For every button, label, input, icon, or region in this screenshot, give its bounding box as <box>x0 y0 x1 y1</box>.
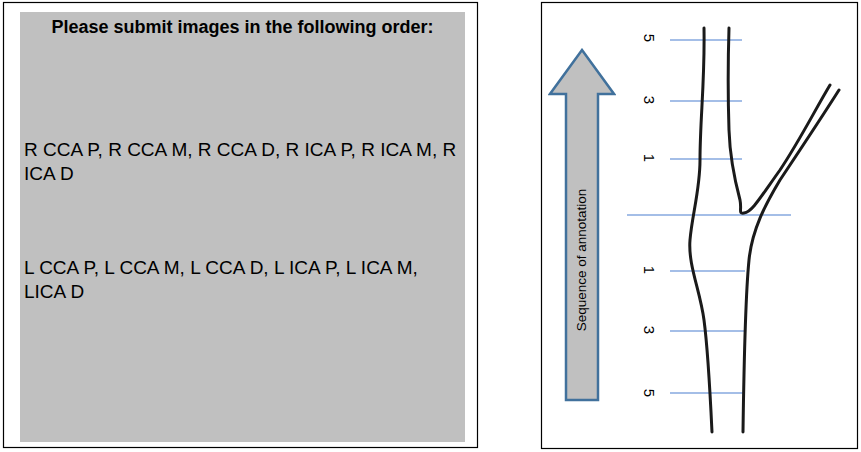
arrow-caption: Sequence of annotation <box>574 110 591 410</box>
level-number: 3 <box>642 326 657 334</box>
image-order-left: L CCA P, L CCA M, L CCA D, L ICA P, L IC… <box>24 256 461 304</box>
panel-frame <box>4 3 478 448</box>
sequence-arrow: Sequence of annotation <box>548 48 616 402</box>
carotid-vessel <box>690 28 839 432</box>
level-number: 1 <box>642 266 657 274</box>
panel-frame <box>542 3 858 449</box>
level-lines <box>627 40 791 393</box>
level-number: 5 <box>642 34 657 42</box>
level-number: 3 <box>642 96 657 104</box>
image-order-right: R CCA P, R CCA M, R CCA D, R ICA P, R IC… <box>24 138 461 186</box>
level-number: 5 <box>642 389 657 397</box>
panel-heading: Please submit images in the following or… <box>20 16 465 39</box>
instruction-panel: Please submit images in the following or… <box>20 12 465 442</box>
level-number: 1 <box>642 154 657 162</box>
